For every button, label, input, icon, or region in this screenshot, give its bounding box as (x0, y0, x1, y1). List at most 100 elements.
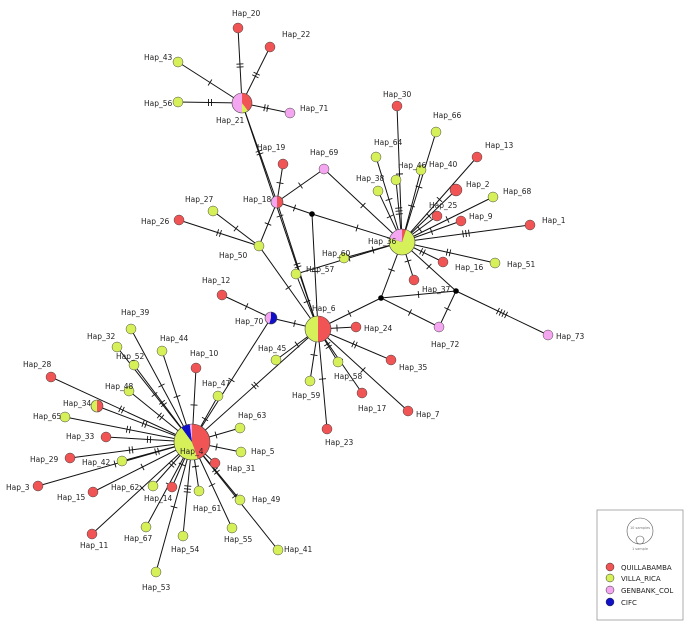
mutation-tick (253, 381, 259, 388)
node-label-hap-30: Hap_30 (383, 90, 412, 99)
median-vector-m3 (453, 288, 459, 294)
node-hap-41 (272, 544, 284, 556)
mutation-tick (347, 310, 352, 317)
mutation-tick (445, 248, 449, 256)
node-circle (415, 164, 427, 176)
mutation-tick (218, 229, 222, 237)
node-hap-48 (123, 385, 135, 397)
node-hap-37 (408, 274, 420, 286)
node-label-hap-27: Hap_27 (185, 195, 214, 204)
node-circle (190, 362, 202, 374)
edge-hap-18-hap-19 (276, 163, 284, 203)
node-circle (487, 191, 499, 203)
edge-hap-36-hap-13 (401, 156, 478, 243)
node-hap-16 (437, 256, 449, 268)
mutation-tick (421, 249, 426, 257)
node-hap-49 (234, 494, 246, 506)
node-label-hap-49: Hap_49 (252, 495, 281, 504)
edge-hap-36-hap-69 (323, 168, 403, 243)
node-label-hap-23: Hap_23 (325, 438, 354, 447)
node-hap-14 (166, 481, 178, 493)
mutation-tick (276, 182, 284, 184)
node-label-hap-33: Hap_33 (66, 432, 95, 441)
mutation-tick (448, 249, 452, 257)
node-hap-64 (370, 151, 382, 163)
pie-slice-villa-rica (91, 400, 97, 412)
mutation-tick (293, 319, 296, 328)
mutation-tick (292, 204, 297, 212)
pie-slice-genbank-col (232, 93, 242, 113)
node-circle (193, 485, 205, 497)
mutation-tick (264, 222, 272, 226)
node-circle (140, 521, 152, 533)
node-circle (304, 375, 316, 387)
pie-slice-villa-rica (242, 103, 248, 113)
mutation-tick (128, 426, 132, 434)
node-hap-35 (385, 354, 397, 366)
node-label-hap-11: Hap_11 (80, 541, 109, 550)
edge-line (401, 241, 496, 264)
mutation-tick (151, 391, 158, 398)
node-hap-21 (231, 92, 253, 114)
node-hap-51 (489, 257, 501, 269)
pie-slice-genbank-col (389, 229, 402, 242)
node-label-hap-22: Hap_22 (282, 30, 311, 39)
mutation-tick (159, 414, 165, 421)
node-hap-28 (45, 371, 57, 383)
node-label-hap-45: Hap_45 (258, 344, 287, 353)
node-label-hap-15: Hap_15 (57, 493, 86, 502)
node-circle (253, 240, 265, 252)
node-circle (471, 151, 483, 163)
mutation-tick (386, 214, 394, 219)
node-label-hap-65: Hap_65 (33, 412, 62, 421)
node-hap-73 (542, 329, 554, 341)
edge-line (276, 201, 319, 330)
edge-line (50, 376, 193, 443)
node-label-hap-18: Hap_18 (243, 195, 272, 204)
node-circle (216, 289, 228, 301)
mutation-tick (408, 309, 412, 316)
node-circle (235, 446, 247, 458)
mutation-tick (256, 152, 264, 156)
node-label-hap-50: Hap_50 (219, 251, 248, 260)
legend-label-cifc: CIFC (621, 599, 637, 607)
node-circle (430, 126, 442, 138)
node-hap-31 (209, 457, 221, 469)
legend-swatch-genbank-col (605, 585, 615, 595)
node-label-hap-56: Hap_56 (144, 99, 173, 108)
pie-slice-genbank-col (264, 312, 271, 324)
node-circle (284, 107, 296, 119)
node-outline (90, 399, 104, 413)
node-hap-36 (388, 228, 416, 256)
edge-hap-21-hap-18 (241, 102, 278, 203)
node-label-hap-67: Hap_67 (124, 534, 153, 543)
mutation-tick (354, 341, 358, 349)
node-hap-43 (172, 56, 184, 68)
node-hap-32 (111, 341, 123, 353)
node-circle (321, 423, 333, 435)
edge-hap-4-hap-11 (91, 441, 193, 535)
node-circle (128, 359, 140, 371)
mutation-tick (468, 229, 470, 237)
node-hap-69 (318, 163, 330, 175)
node-label-hap-31: Hap_31 (227, 464, 256, 473)
node-label-hap-68: Hap_68 (503, 187, 532, 196)
mutation-tick (213, 469, 220, 475)
mutation-tick (233, 225, 239, 232)
pie-slice-cifc (181, 424, 192, 442)
node-circle (166, 481, 178, 493)
mutation-tick (231, 493, 239, 499)
node-circle (338, 252, 350, 264)
edge-hap-70-hap-4 (191, 317, 272, 443)
node-circle (270, 354, 282, 366)
edge-line (64, 416, 193, 443)
pie-slice-quillabamba (318, 316, 331, 342)
pie-slice-genbank-col (189, 424, 192, 442)
mutation-tick (255, 149, 263, 153)
edge-hap-4-hap-15 (92, 441, 193, 493)
node-hap-59 (304, 375, 316, 387)
node-circle (172, 96, 184, 108)
node-label-hap-55: Hap_55 (224, 535, 253, 544)
node-label-hap-26: Hap_26 (141, 217, 170, 226)
